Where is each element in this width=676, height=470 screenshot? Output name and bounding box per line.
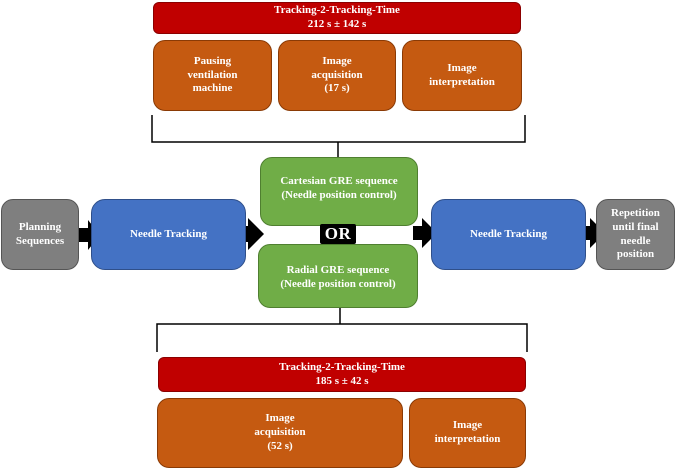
top-bracket xyxy=(151,115,526,158)
top-tracking-time-header: Tracking-2-Tracking-Time 212 s ± 142 s xyxy=(153,2,521,34)
top-header-time: 212 s ± 142 s xyxy=(307,18,367,30)
cartesian-gre-sequence-box: Cartesian GRE sequence (Needle position … xyxy=(260,157,418,226)
or-label: OR xyxy=(320,224,356,244)
top-header-title: Tracking-2-Tracking-Time xyxy=(274,4,400,17)
needle-tracking-left-box: Needle Tracking xyxy=(91,199,246,270)
radial-gre-sequence-box: Radial GRE sequence (Needle position con… xyxy=(258,244,418,308)
arrow-right-icon xyxy=(413,218,437,248)
repetition-box: Repetition until final needle position xyxy=(596,199,675,270)
arrow-right-icon xyxy=(576,218,605,248)
planning-sequences-box: Planning Sequences xyxy=(1,199,79,270)
bottom-header-time: 185 s ± 42 s xyxy=(315,374,369,387)
bottom-bracket xyxy=(156,308,528,352)
bottom-tracking-time-header: Tracking-2-Tracking-Time 185 s ± 42 s xyxy=(158,357,526,392)
step-pausing-ventilation: Pausing ventilation machine xyxy=(153,40,272,111)
step-image-interpretation-bottom: Image interpretation xyxy=(409,398,526,468)
arrow-right-icon xyxy=(79,220,100,250)
step-image-acquisition-bottom: Image acquisition (52 s) xyxy=(157,398,403,468)
step-image-interpretation-top: Image interpretation xyxy=(402,40,522,111)
step-image-acquisition-top: Image acquisition (17 s) xyxy=(278,40,396,111)
needle-tracking-right-box: Needle Tracking xyxy=(431,199,586,270)
bottom-header-title: Tracking-2-Tracking-Time xyxy=(279,360,405,373)
